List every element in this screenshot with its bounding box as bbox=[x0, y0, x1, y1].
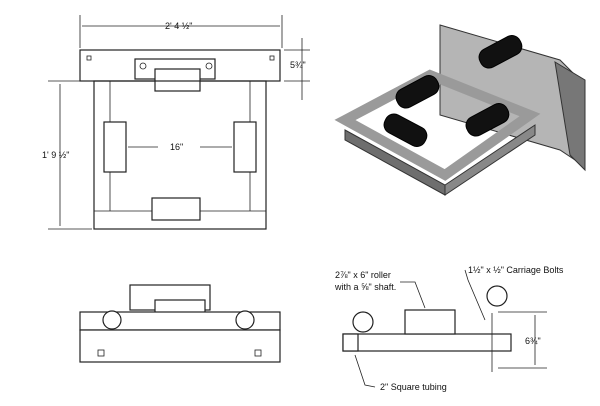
side-view: 6¾" 2⅞" x 6" roller with a ⅝" shaft. 1½"… bbox=[334, 265, 564, 392]
roller-top bbox=[154, 68, 201, 92]
tubing-note: 2" Square tubing bbox=[380, 382, 447, 392]
width-dimension: 2' 4 ½" bbox=[165, 21, 192, 31]
square-frame bbox=[93, 80, 267, 230]
bolt-note: 1½" x ½" Carriage Bolts bbox=[468, 265, 564, 275]
roller-left bbox=[103, 121, 127, 173]
front-view bbox=[79, 284, 281, 363]
top-view: 2' 4 ½" 5¾" 16" 1' 9 ½" bbox=[42, 15, 310, 230]
isometric-view bbox=[334, 24, 586, 196]
roller-note-line1: 2⅞" x 6" roller bbox=[335, 270, 391, 280]
side-height-dimension: 6¾" bbox=[525, 336, 541, 346]
roller-note-line2: with a ⅝" shaft. bbox=[334, 282, 396, 292]
square-tubing bbox=[342, 333, 512, 352]
inner-width-dimension: 16" bbox=[170, 142, 183, 152]
iso-rollers bbox=[383, 35, 523, 147]
roller-right bbox=[233, 121, 257, 173]
roller-bottom bbox=[151, 197, 201, 221]
plate-height-dimension: 5¾" bbox=[290, 60, 306, 70]
depth-dimension: 1' 9 ½" bbox=[42, 150, 69, 160]
roller-side bbox=[404, 309, 456, 335]
